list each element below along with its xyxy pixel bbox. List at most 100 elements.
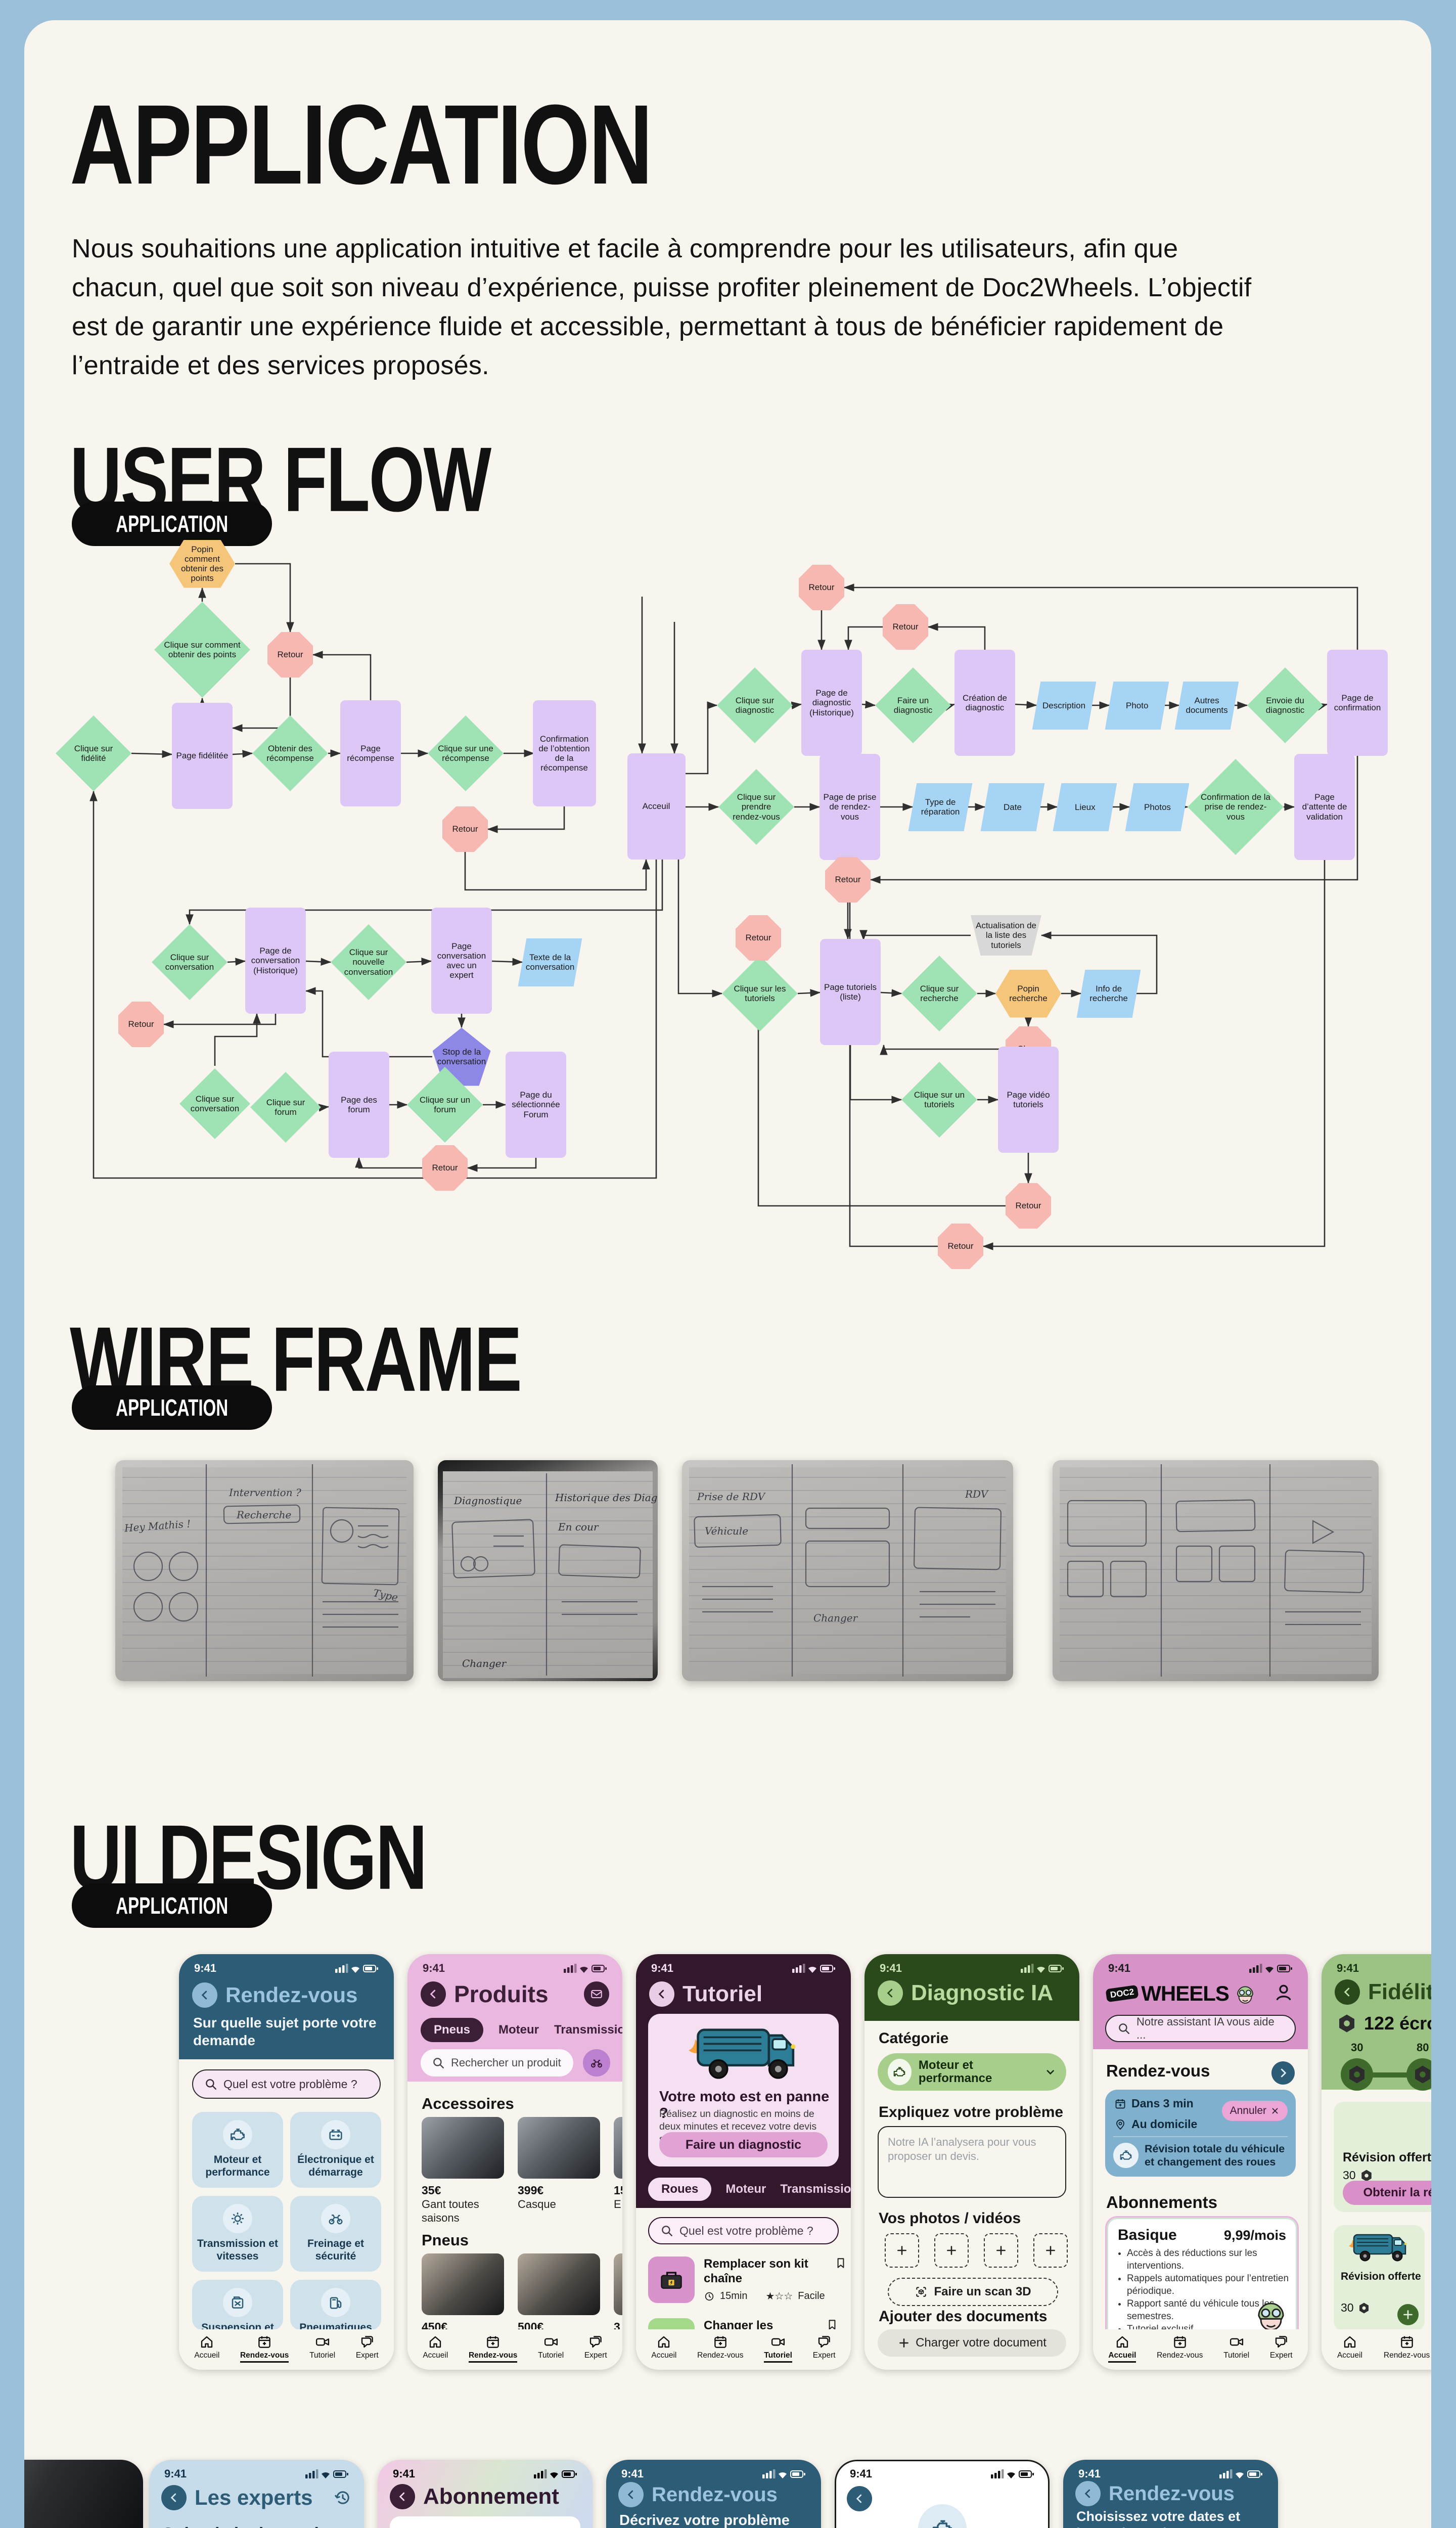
category-select[interactable]: Moteur et performance (878, 2053, 1066, 2091)
plus-icon (945, 2244, 958, 2257)
back-button[interactable] (421, 1981, 446, 2007)
status-time: 9:41 (651, 1962, 674, 1974)
back-button[interactable] (1335, 1979, 1360, 2005)
motorcycle-icon (321, 2204, 350, 2233)
tab-tutoriel[interactable]: Tutoriel (764, 2334, 792, 2363)
flow-node: Lieux (1053, 783, 1117, 831)
search-icon (660, 2224, 673, 2237)
tab-accueil[interactable]: Accueil (1337, 2334, 1362, 2360)
flow-node: Clique sur comment obtenir des points (154, 602, 250, 698)
category-card-pneumatiques[interactable]: Pneumatiques et roues (290, 2280, 381, 2346)
tab-transmission[interactable]: Transmission (780, 2182, 851, 2196)
tab-moteur[interactable]: Moteur (498, 2023, 539, 2037)
tab-accueil[interactable]: Accueil (1108, 2334, 1136, 2363)
status-icons (335, 1963, 379, 1974)
nut-icon (1358, 2302, 1370, 2314)
engine-icon (1113, 2143, 1139, 2168)
add-photo-button[interactable] (1033, 2233, 1068, 2268)
profile-icon[interactable] (1273, 1982, 1294, 2003)
add-reward-button[interactable] (1397, 2304, 1419, 2325)
rendezvous-card[interactable]: Dans 3 min Au domicile Annuler Révision … (1105, 2090, 1296, 2177)
tab-expert[interactable]: Expert (813, 2334, 836, 2360)
category-card-freinage[interactable]: Freinage et sécurité (290, 2196, 381, 2272)
wireframe-photo-4 (1053, 1460, 1379, 1681)
add-photo-button[interactable] (885, 2233, 919, 2268)
tab-transmission[interactable]: Transmission (554, 2023, 622, 2037)
status-time: 9:41 (1078, 2467, 1101, 2480)
subject-heading: Sujet de la demande (162, 2524, 329, 2528)
back-button[interactable] (1075, 2481, 1101, 2506)
tab-rendezvous[interactable]: Rendez-vous (1157, 2334, 1203, 2360)
back-button[interactable] (390, 2484, 415, 2509)
flow-node: Retour (736, 915, 781, 961)
page-subtitle: Décrivez votre problème (619, 2512, 790, 2528)
app-header: 9:41 Rendez-vous Choisissez votre dates … (1063, 2460, 1278, 2528)
flow-node: Clique sur conversation (179, 1068, 250, 1139)
tab-tutoriel[interactable]: Tutoriel (538, 2334, 564, 2360)
moto-filter-button[interactable] (583, 2049, 610, 2076)
category-card-moteur[interactable]: Moteur et performance (192, 2112, 283, 2188)
back-button[interactable] (649, 1981, 674, 2007)
tab-rendezvous[interactable]: Rendez-vous (1384, 2334, 1430, 2360)
status-icons (991, 2468, 1034, 2479)
tab-moteur[interactable]: Moteur (725, 2182, 766, 2196)
mascot-icon (515, 2520, 573, 2528)
tab-pneus[interactable]: Pneus (421, 2018, 484, 2042)
upload-document-button[interactable]: Charger votre document (878, 2329, 1066, 2357)
diagnostic-button[interactable]: Faire un diagnostic (659, 2132, 828, 2157)
problem-textarea[interactable]: Notre IA l’analysera pour vous proposer … (878, 2126, 1066, 2198)
search-input[interactable]: Quel est votre problème ? (192, 2069, 381, 2099)
reward-card: Révision offerte 30 (1334, 2225, 1425, 2331)
plus-icon (994, 2244, 1008, 2257)
pin-icon (1114, 2118, 1126, 2131)
history-icon[interactable] (334, 2489, 352, 2507)
tab-expert[interactable]: Expert (584, 2334, 607, 2360)
tab-rendezvous[interactable]: Rendez-vous (240, 2334, 289, 2363)
back-button[interactable] (618, 2482, 644, 2507)
search-input[interactable]: Rechercher un produit (421, 2049, 573, 2076)
tab-accueil[interactable]: Accueil (651, 2334, 676, 2360)
tab-rendezvous[interactable]: Rendez-vous (468, 2334, 518, 2363)
flow-node: Obtenir des récompense (252, 715, 328, 791)
cancel-button[interactable]: Annuler (1221, 2101, 1288, 2121)
application-badge: APPLICATION (72, 1883, 272, 1928)
status-icons (762, 2468, 806, 2479)
back-button[interactable] (847, 2486, 872, 2511)
bookmark-icon[interactable] (834, 2256, 847, 2270)
app-header: 9:41 DOC2 WHEELS Notre assistant IA vous… (1093, 1954, 1308, 2049)
tab-bar: Accueil Rendez-vous Tutoriel Expert (407, 2329, 622, 2370)
tutorial-item[interactable]: Remplacer son kit chaîne 15min★☆☆Facile (648, 2256, 839, 2303)
tab-roues[interactable]: Roues (648, 2178, 712, 2201)
back-button[interactable] (192, 1982, 217, 2008)
tab-accueil[interactable]: Accueil (423, 2334, 448, 2360)
tab-accueil[interactable]: Accueil (194, 2334, 219, 2360)
tab-rendezvous[interactable]: Rendez-vous (697, 2334, 743, 2360)
category-card-suspension[interactable]: Suspension et direction (192, 2280, 283, 2346)
tab-expert[interactable]: Expert (1270, 2334, 1293, 2360)
mockup-abonnement: 9:41 Abonnement Votre liberté à moindre … (378, 2460, 593, 2528)
product-card[interactable]: 399€Casque (518, 2117, 600, 2211)
assistant-search-input[interactable]: Notre assistant IA vous aide ... (1105, 2015, 1296, 2042)
scan-3d-button[interactable]: Faire un scan 3D (888, 2278, 1058, 2306)
back-button[interactable] (161, 2485, 187, 2510)
search-input[interactable]: Quel est votre problème ? (648, 2217, 839, 2244)
flow-node: Page récompense (340, 700, 401, 806)
flow-node: Popin comment obtenir des points (169, 539, 235, 588)
add-photo-button[interactable] (934, 2233, 969, 2268)
app-header: 9:41 Rendez-vous Sur quelle sujet porte … (179, 1954, 394, 2059)
category-card-electronique[interactable]: Électronique et démarrage (290, 2112, 381, 2188)
tab-expert[interactable]: Expert (356, 2334, 379, 2360)
mail-button[interactable] (584, 1981, 609, 2007)
rendezvous-arrow-button[interactable] (1271, 2061, 1295, 2085)
tab-tutoriel[interactable]: Tutoriel (309, 2334, 335, 2360)
claim-reward-button[interactable]: Obtenir la récompense (1343, 2181, 1431, 2205)
back-button[interactable] (878, 1980, 903, 2006)
page-title: Produits (454, 1981, 549, 2007)
product-card[interactable]: 35€Gant toutes saisons (422, 2117, 504, 2225)
add-photo-button[interactable] (984, 2233, 1018, 2268)
tab-tutoriel[interactable]: Tutoriel (1223, 2334, 1249, 2360)
category-card-transmission[interactable]: Transmission et vitesses (192, 2196, 283, 2272)
promo-card: Votre moto est en panne ? Réalisez un di… (648, 2014, 839, 2166)
product-card[interactable]: 15E (614, 2117, 622, 2211)
